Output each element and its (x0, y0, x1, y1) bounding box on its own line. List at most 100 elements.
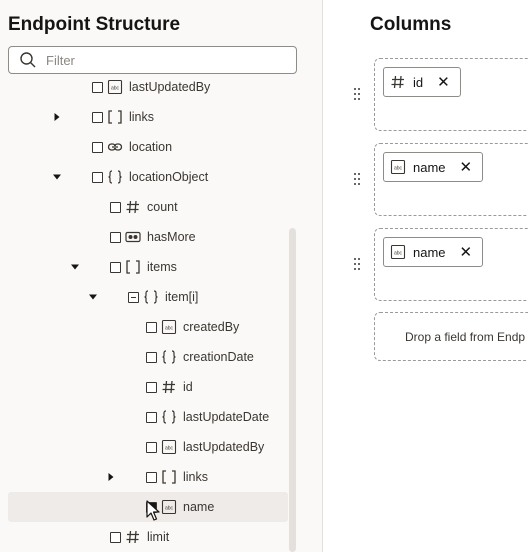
object-icon (161, 409, 177, 425)
endpoint-tree: abc lastUpdatedBy links location locationObj… (0, 72, 290, 552)
column-chip-label: id (413, 74, 424, 90)
tree-row-label: hasMore (147, 230, 196, 244)
columns-title: Columns (370, 14, 452, 35)
tree-row[interactable]: links (8, 102, 288, 132)
tree-row-checkbox[interactable] (92, 112, 103, 123)
string-icon: abc (161, 439, 177, 455)
svg-text:abc: abc (394, 166, 403, 172)
tree-row-checkbox[interactable] (146, 382, 157, 393)
drag-handle-icon[interactable] (353, 172, 361, 186)
tree-row-checkbox[interactable] (110, 532, 121, 543)
tree-row-label: lastUpdateDate (183, 410, 270, 424)
tree-row[interactable]: hasMore (8, 222, 288, 252)
column-slot[interactable]: abc name ✕ (374, 143, 528, 216)
object-icon (143, 289, 159, 305)
tree-row-label: item[i] (165, 290, 199, 304)
tree-row-checkbox[interactable] (146, 412, 157, 423)
boolean-icon (125, 229, 141, 245)
column-chip-label: name (413, 159, 446, 175)
caret-right-icon[interactable] (106, 472, 116, 482)
tree-row-checkbox[interactable] (146, 442, 157, 453)
tree-row-label: links (129, 110, 155, 124)
tree-row[interactable]: locationObject (8, 162, 288, 192)
tree-row[interactable]: location (8, 132, 288, 162)
caret-down-icon[interactable] (88, 292, 98, 302)
tree-row-label: creationDate (183, 350, 254, 364)
tree-row-checkbox[interactable] (146, 322, 157, 333)
columns-panel: Columns id ✕ abc name ✕ abc name ✕ Drop a field … (324, 0, 528, 552)
tree-row-label: id (183, 380, 193, 394)
svg-text:abc: abc (165, 446, 174, 452)
tree-row-label: links (183, 470, 209, 484)
remove-column-icon[interactable]: ✕ (459, 244, 473, 261)
tree-row-label: createdBy (183, 320, 240, 334)
caret-right-icon[interactable] (52, 112, 62, 122)
column-slot[interactable]: abc name ✕ (374, 228, 528, 301)
column-chip-label: name (413, 244, 446, 260)
tree-row-label: locationObject (129, 170, 209, 184)
tree-row-label: items (147, 260, 177, 274)
tree-row-checkbox[interactable] (92, 172, 103, 183)
number-icon (125, 199, 141, 215)
tree-row-label: count (147, 200, 178, 214)
string-icon: abc (161, 319, 177, 335)
tree-row-label: name (183, 500, 215, 514)
column-chip[interactable]: id ✕ (383, 67, 461, 97)
number-icon (390, 74, 406, 90)
tree-row-checkbox[interactable] (92, 82, 103, 93)
link-icon (107, 139, 123, 155)
remove-column-icon[interactable]: ✕ (459, 159, 473, 176)
tree-row-label: limit (147, 530, 170, 544)
tree-row[interactable]: links (8, 462, 288, 492)
tree-row[interactable]: creationDate (8, 342, 288, 372)
mouse-cursor-icon (146, 500, 160, 521)
array-icon (125, 259, 141, 275)
object-icon (107, 169, 123, 185)
tree-scrollbar[interactable] (289, 228, 296, 552)
string-icon: abc (161, 499, 177, 515)
number-icon (125, 529, 141, 545)
svg-text:abc: abc (111, 86, 120, 92)
tree-row[interactable]: id (8, 372, 288, 402)
tree-row[interactable]: count (8, 192, 288, 222)
tree-row[interactable]: limit (8, 522, 288, 552)
tree-row-checkbox[interactable] (110, 232, 121, 243)
column-chip[interactable]: abc name ✕ (383, 152, 484, 182)
drag-handle-icon[interactable] (353, 257, 361, 271)
column-chip[interactable]: abc name ✕ (383, 237, 484, 267)
tree-row-checkbox[interactable] (146, 352, 157, 363)
array-icon (161, 469, 177, 485)
tree-row-checkbox[interactable] (146, 472, 157, 483)
svg-text:abc: abc (165, 506, 174, 512)
drop-zone-hint: Drop a field from Endp (405, 330, 526, 344)
tree-row-checkbox[interactable] (128, 292, 139, 303)
tree-row[interactable]: abc lastUpdatedBy (8, 72, 288, 102)
tree-row-label: lastUpdatedBy (183, 440, 265, 454)
tree-row-checkbox[interactable] (110, 262, 121, 273)
object-icon (161, 349, 177, 365)
filter-field[interactable] (8, 46, 297, 74)
drag-handle-icon[interactable] (353, 87, 361, 101)
column-slot[interactable]: id ✕ (374, 58, 528, 131)
filter-input[interactable] (46, 52, 286, 68)
tree-row-label: lastUpdatedBy (129, 80, 211, 94)
remove-column-icon[interactable]: ✕ (437, 74, 450, 91)
tree-row[interactable]: items (8, 252, 288, 282)
array-icon (107, 109, 123, 125)
endpoint-structure-title: Endpoint Structure (8, 14, 181, 35)
tree-row[interactable]: abc lastUpdatedBy (8, 432, 288, 462)
tree-row-label: location (129, 140, 173, 154)
tree-row[interactable]: abc createdBy (8, 312, 288, 342)
empty-drop-zone[interactable]: Drop a field from Endp (374, 312, 528, 361)
tree-row[interactable]: lastUpdateDate (8, 402, 288, 432)
string-icon: abc (390, 159, 406, 175)
svg-text:abc: abc (394, 251, 403, 257)
tree-row-checkbox[interactable] (110, 202, 121, 213)
endpoint-structure-panel: Endpoint Structure abc lastUpdatedBy links… (0, 0, 323, 552)
string-icon: abc (390, 244, 406, 260)
caret-down-icon[interactable] (52, 172, 62, 182)
caret-down-icon[interactable] (70, 262, 80, 272)
tree-row-checkbox[interactable] (92, 142, 103, 153)
string-icon: abc (107, 79, 123, 95)
tree-row[interactable]: item[i] (8, 282, 288, 312)
